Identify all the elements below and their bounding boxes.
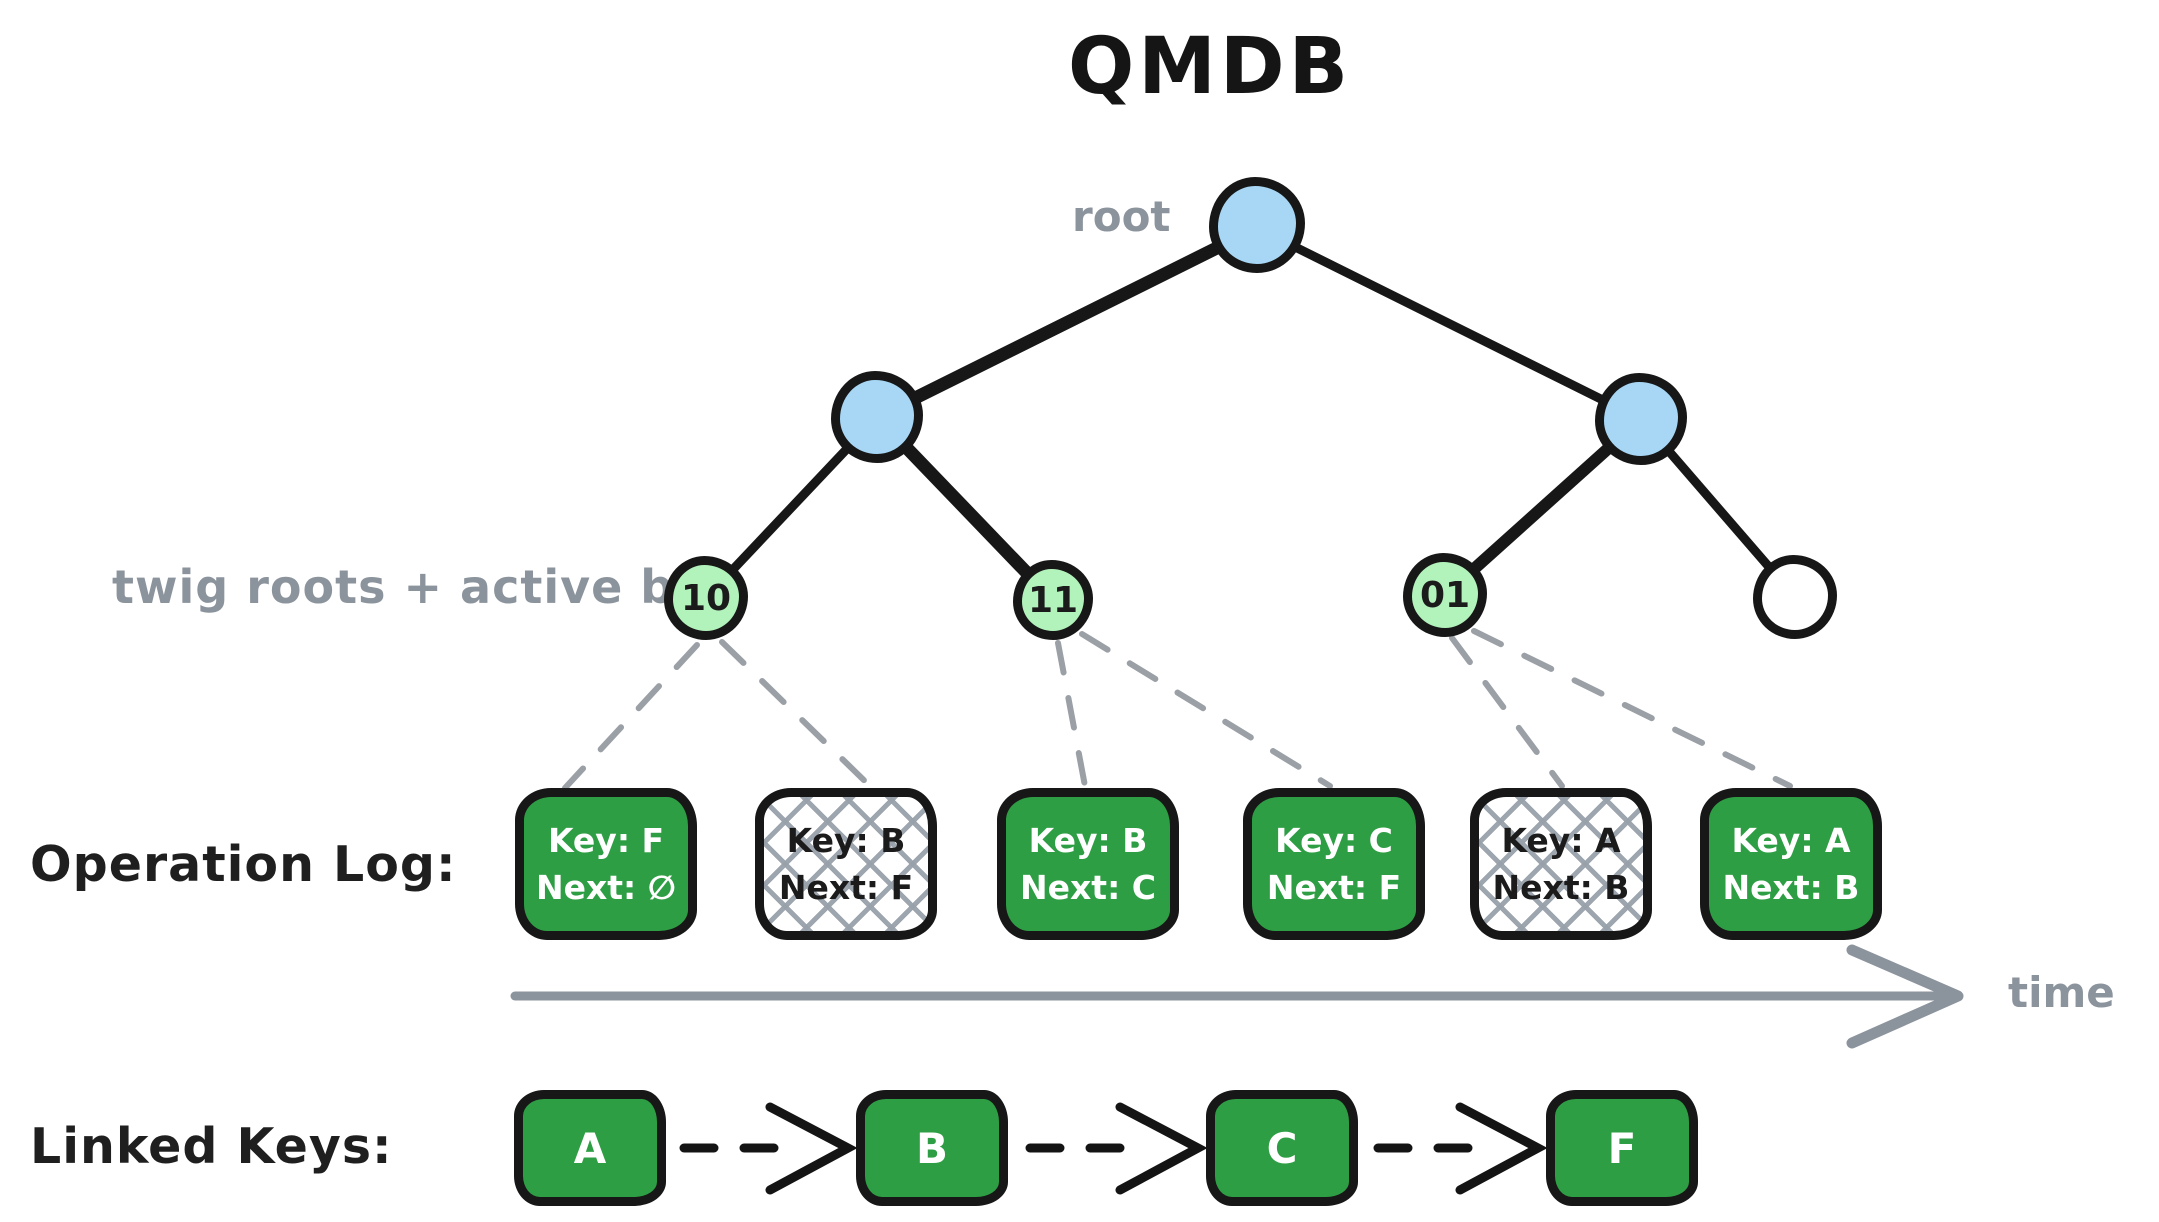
linked-key-c-label: C [1266,1123,1298,1173]
internal-node-right [1595,373,1687,465]
twig-node-10-label: 10 [680,577,732,619]
linked-keys-arrows [679,1102,1548,1195]
linked-key-f: F [1546,1090,1698,1206]
root-node [1209,177,1305,273]
log-entry-key-b-stale: Key: B Next: F [755,788,937,940]
twig-roots-caption: twig roots + active bits [112,560,743,614]
connector-11-entry3 [1055,640,1088,789]
arrow-a-b-head-icon [765,1102,858,1195]
time-arrow-head-icon [1846,944,1964,1049]
log-entry-key-line: Key: C [1275,821,1393,860]
page-title: QMDB [1067,22,1353,112]
connector-10-entry2 [719,639,875,791]
connector-11-entry4 [1079,631,1333,789]
log-entry-key-line: Key: A [1731,821,1851,860]
log-entry-next-line: Next: C [1020,868,1156,907]
edge-root-right [1252,223,1646,424]
log-entry-key-b: Key: B Next: C [997,788,1179,940]
linked-key-b-label: B [915,1123,948,1173]
linked-key-a: A [514,1090,666,1206]
twig-node-11: 11 [1013,560,1093,640]
arrow-c-f-head-icon [1455,1102,1548,1195]
twig-to-log-connectors [562,628,1793,791]
time-arrow [510,944,1964,1049]
log-entry-key-line: Key: B [786,821,906,860]
log-entry-next-line: Next: ∅ [535,868,676,907]
linked-key-a-label: A [573,1123,607,1173]
connector-01-entry6 [1471,628,1793,789]
twig-node-10: 10 [664,556,748,640]
log-entry-key-c: Key: C Next: F [1243,788,1425,940]
edge-root-left [870,221,1264,424]
linked-keys-label: Linked Keys: [30,1118,393,1175]
twig-node-empty [1753,555,1837,639]
twig-node-11-label: 11 [1027,579,1079,621]
log-entry-key-line: Key: A [1501,821,1621,860]
root-node-label: root [1072,192,1171,241]
log-entry-key-f: Key: F Next: ∅ [515,788,697,940]
operation-log-label: Operation Log: [30,836,457,893]
log-entry-next-line: Next: F [1266,868,1402,907]
linked-key-b: B [856,1090,1008,1206]
log-entry-key-a-stale: Key: A Next: B [1470,788,1652,940]
arrow-b-c-head-icon [1115,1102,1208,1195]
log-entry-key-line: Key: B [1028,821,1148,860]
log-entry-next-line: Next: F [778,868,914,907]
log-entry-next-line: Next: B [1492,868,1630,907]
time-axis-label: time [2008,968,2115,1017]
twig-node-01-label: 01 [1419,574,1471,616]
log-entry-key-a: Key: A Next: B [1700,788,1882,940]
linked-key-c: C [1206,1090,1358,1206]
connector-10-entry1 [562,642,700,791]
linked-key-f-label: F [1607,1123,1637,1173]
connector-01-entry5 [1449,635,1565,789]
twig-node-01: 01 [1403,553,1487,637]
internal-node-left [831,371,923,463]
log-entry-next-line: Next: B [1722,868,1860,907]
log-entry-key-line: Key: F [547,821,665,860]
